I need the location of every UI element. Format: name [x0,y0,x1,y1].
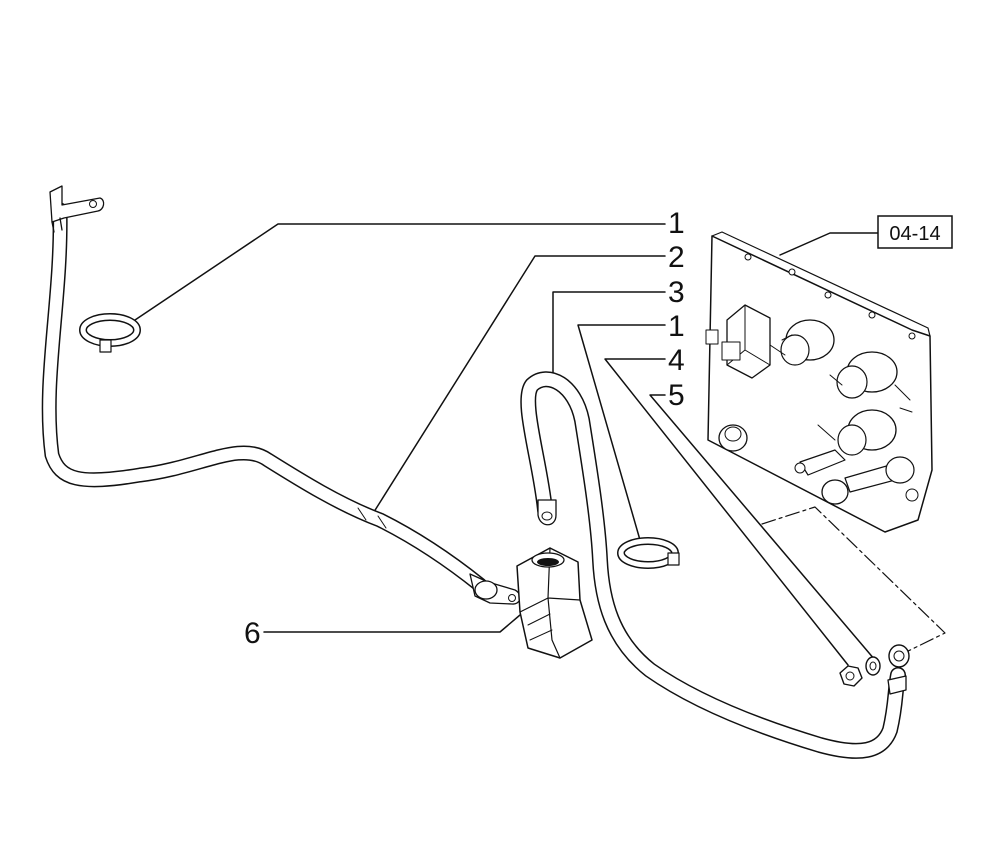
reference-box: 04-14 [877,215,953,249]
callout-1-top: 1 [668,207,685,240]
battery-cable-3 [520,371,907,759]
leader-6-terminal-cover [263,614,521,633]
callout-1-lower: 1 [668,310,685,343]
leader-1-cable-tie [134,223,666,321]
battery-cable-2 [41,185,521,605]
assembly-axis-line [761,506,946,656]
leader-5-washer [649,394,876,661]
cable-tie-2 [617,537,680,569]
reference-label: 04-14 [889,223,940,245]
cable-tie-1 [79,313,141,353]
callout-numbers: 1 2 3 1 4 5 6 [244,207,685,650]
callout-2: 2 [668,241,685,274]
leader-lines [134,223,946,666]
leader-2-cable [371,255,666,516]
leader-3-cable [552,291,666,376]
leader-1b-cable-tie [577,324,666,541]
fasteners [839,644,910,687]
callout-6: 6 [244,617,261,650]
callout-5: 5 [668,379,685,412]
leader-reference [779,232,881,256]
terminal-cover [516,547,593,659]
callout-3: 3 [668,276,685,309]
leader-4-nut [604,358,849,666]
callout-4: 4 [668,344,685,377]
relay-mounting-plate [705,231,933,533]
